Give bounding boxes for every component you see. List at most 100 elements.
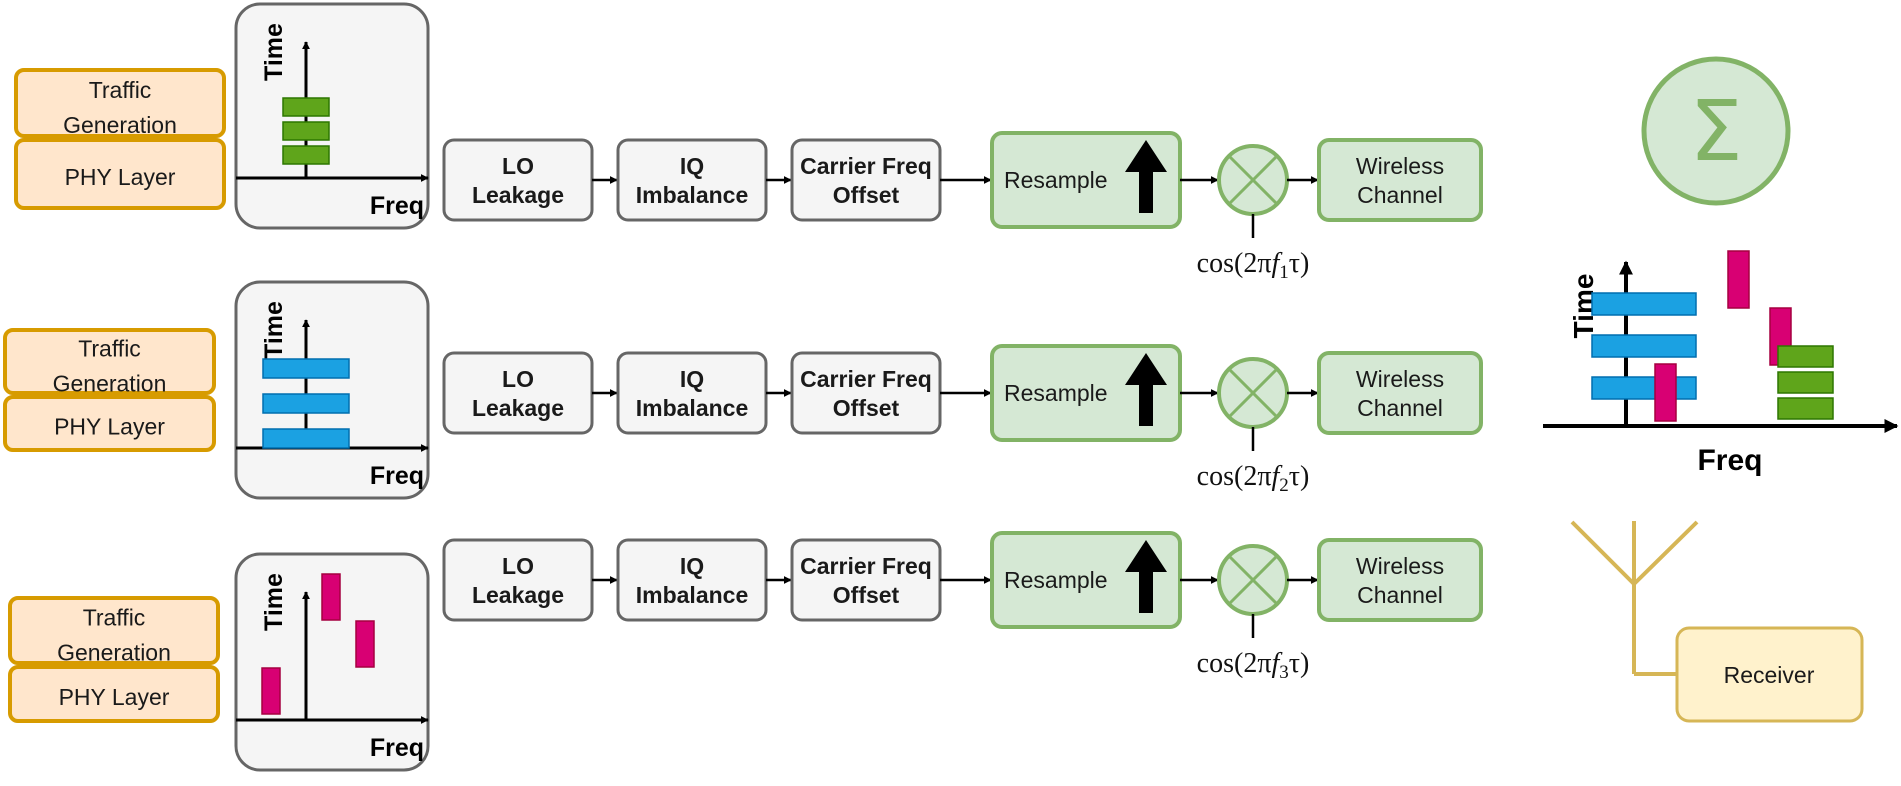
block-frame (616, 538, 768, 622)
phy-layer-label: PHY Layer (54, 414, 165, 440)
block-label-line2: Imbalance (636, 182, 749, 208)
phy-layer-box[interactable] (14, 138, 226, 210)
combined-green-packet (1777, 371, 1834, 394)
combined-freq-label: Freq (1697, 444, 1762, 477)
summation-node: Σ (1641, 56, 1791, 206)
lo-leakage-block[interactable]: LO Leakage (442, 138, 594, 222)
traffic-label-line2: Generation (57, 640, 171, 666)
receiver-box[interactable] (1675, 626, 1864, 723)
combined-green-packet (1777, 397, 1834, 420)
block-label-line1: Carrier Freq (800, 153, 932, 179)
block-label-line2: Leakage (472, 582, 564, 608)
traffic-generation-box[interactable] (14, 68, 226, 138)
block-frame (1317, 538, 1483, 622)
spectrum-packet (261, 667, 281, 715)
time-axis-label: Time (260, 301, 288, 359)
traffic-label-line2: Generation (63, 112, 177, 138)
mixer-node: cos(2πf3τ) (1197, 544, 1310, 683)
traffic-label-line2: Generation (53, 371, 167, 397)
block-frame (442, 351, 594, 435)
mixer-lo-label: cos(2πf1τ) (1197, 248, 1310, 283)
combined-pink-packet (1654, 363, 1677, 422)
channel-label-line1: Wireless (1356, 366, 1444, 392)
receiver-group: Receiver (1570, 520, 1864, 723)
spectrum-packet (262, 428, 350, 449)
spectrum-packet (282, 97, 330, 117)
spectrum-packet (282, 145, 330, 165)
block-label-line2: Offset (833, 182, 900, 208)
block-label-line2: Leakage (472, 182, 564, 208)
block-frame (790, 351, 942, 435)
time-axis-label: Time (260, 23, 288, 81)
spectrum-packet (262, 358, 350, 379)
mixer-node: cos(2πf1τ) (1197, 144, 1310, 283)
traffic-generation-box[interactable] (8, 596, 220, 665)
channel-label-line2: Channel (1357, 582, 1443, 608)
phy-layer-box[interactable] (8, 665, 220, 723)
block-frame (790, 538, 942, 622)
block-frame (1317, 138, 1483, 222)
multiply-cross-icon (1217, 144, 1289, 216)
multiply-cross-icon (1217, 357, 1289, 429)
spectrum-frame (234, 2, 430, 230)
resample-label: Resample (1004, 567, 1108, 593)
combined-spectrum: Time Freq (1543, 250, 1899, 477)
phy-layer-label: PHY Layer (65, 164, 176, 190)
mixer-lo-label: cos(2πf2τ) (1197, 461, 1310, 496)
resample-label: Resample (1004, 380, 1108, 406)
block-label-line1: LO (502, 153, 534, 179)
sigma-summation-icon (1641, 56, 1791, 206)
resample-block[interactable]: Resample (990, 131, 1182, 229)
mixer-node: cos(2πf2τ) (1197, 357, 1310, 496)
lo-leakage-block[interactable]: LO Leakage (442, 538, 594, 622)
combined-blue-packet (1591, 292, 1697, 316)
block-label-line1: LO (502, 366, 534, 392)
freq-axis-label: Freq (370, 192, 424, 220)
phy-layer-label: PHY Layer (59, 684, 170, 710)
freq-axis-label: Freq (370, 462, 424, 490)
upsample-arrow-icon (1125, 353, 1167, 426)
block-frame (1317, 351, 1483, 435)
sigma-symbol: Σ (1689, 82, 1742, 180)
upsample-arrow-icon (1125, 540, 1167, 613)
phy-layer-box[interactable] (3, 395, 216, 452)
traffic-generation-box[interactable] (3, 328, 216, 395)
block-frame (790, 138, 942, 222)
block-label-line2: Offset (833, 582, 900, 608)
combined-blue-packet (1591, 376, 1697, 400)
resample-label: Resample (1004, 167, 1108, 193)
mixer-lo-label: cos(2πf3τ) (1197, 648, 1310, 683)
block-frame (442, 538, 594, 622)
channel-label-line1: Wireless (1356, 553, 1444, 579)
channel-label-line2: Channel (1357, 395, 1443, 421)
lo-leakage-block[interactable]: LO Leakage (442, 351, 594, 435)
block-label-line2: Offset (833, 395, 900, 421)
spectrum-packet (282, 121, 330, 141)
combined-pink-packet (1727, 250, 1750, 309)
block-label-line2: Leakage (472, 395, 564, 421)
block-label-line1: LO (502, 553, 534, 579)
resample-block[interactable]: Resample (990, 344, 1182, 442)
traffic-label-line1: Traffic (78, 336, 141, 362)
traffic-label-line1: Traffic (89, 77, 152, 103)
resample-block[interactable]: Resample (990, 531, 1182, 629)
combined-green-packet (1777, 345, 1834, 368)
antenna-icon (1570, 520, 1699, 676)
